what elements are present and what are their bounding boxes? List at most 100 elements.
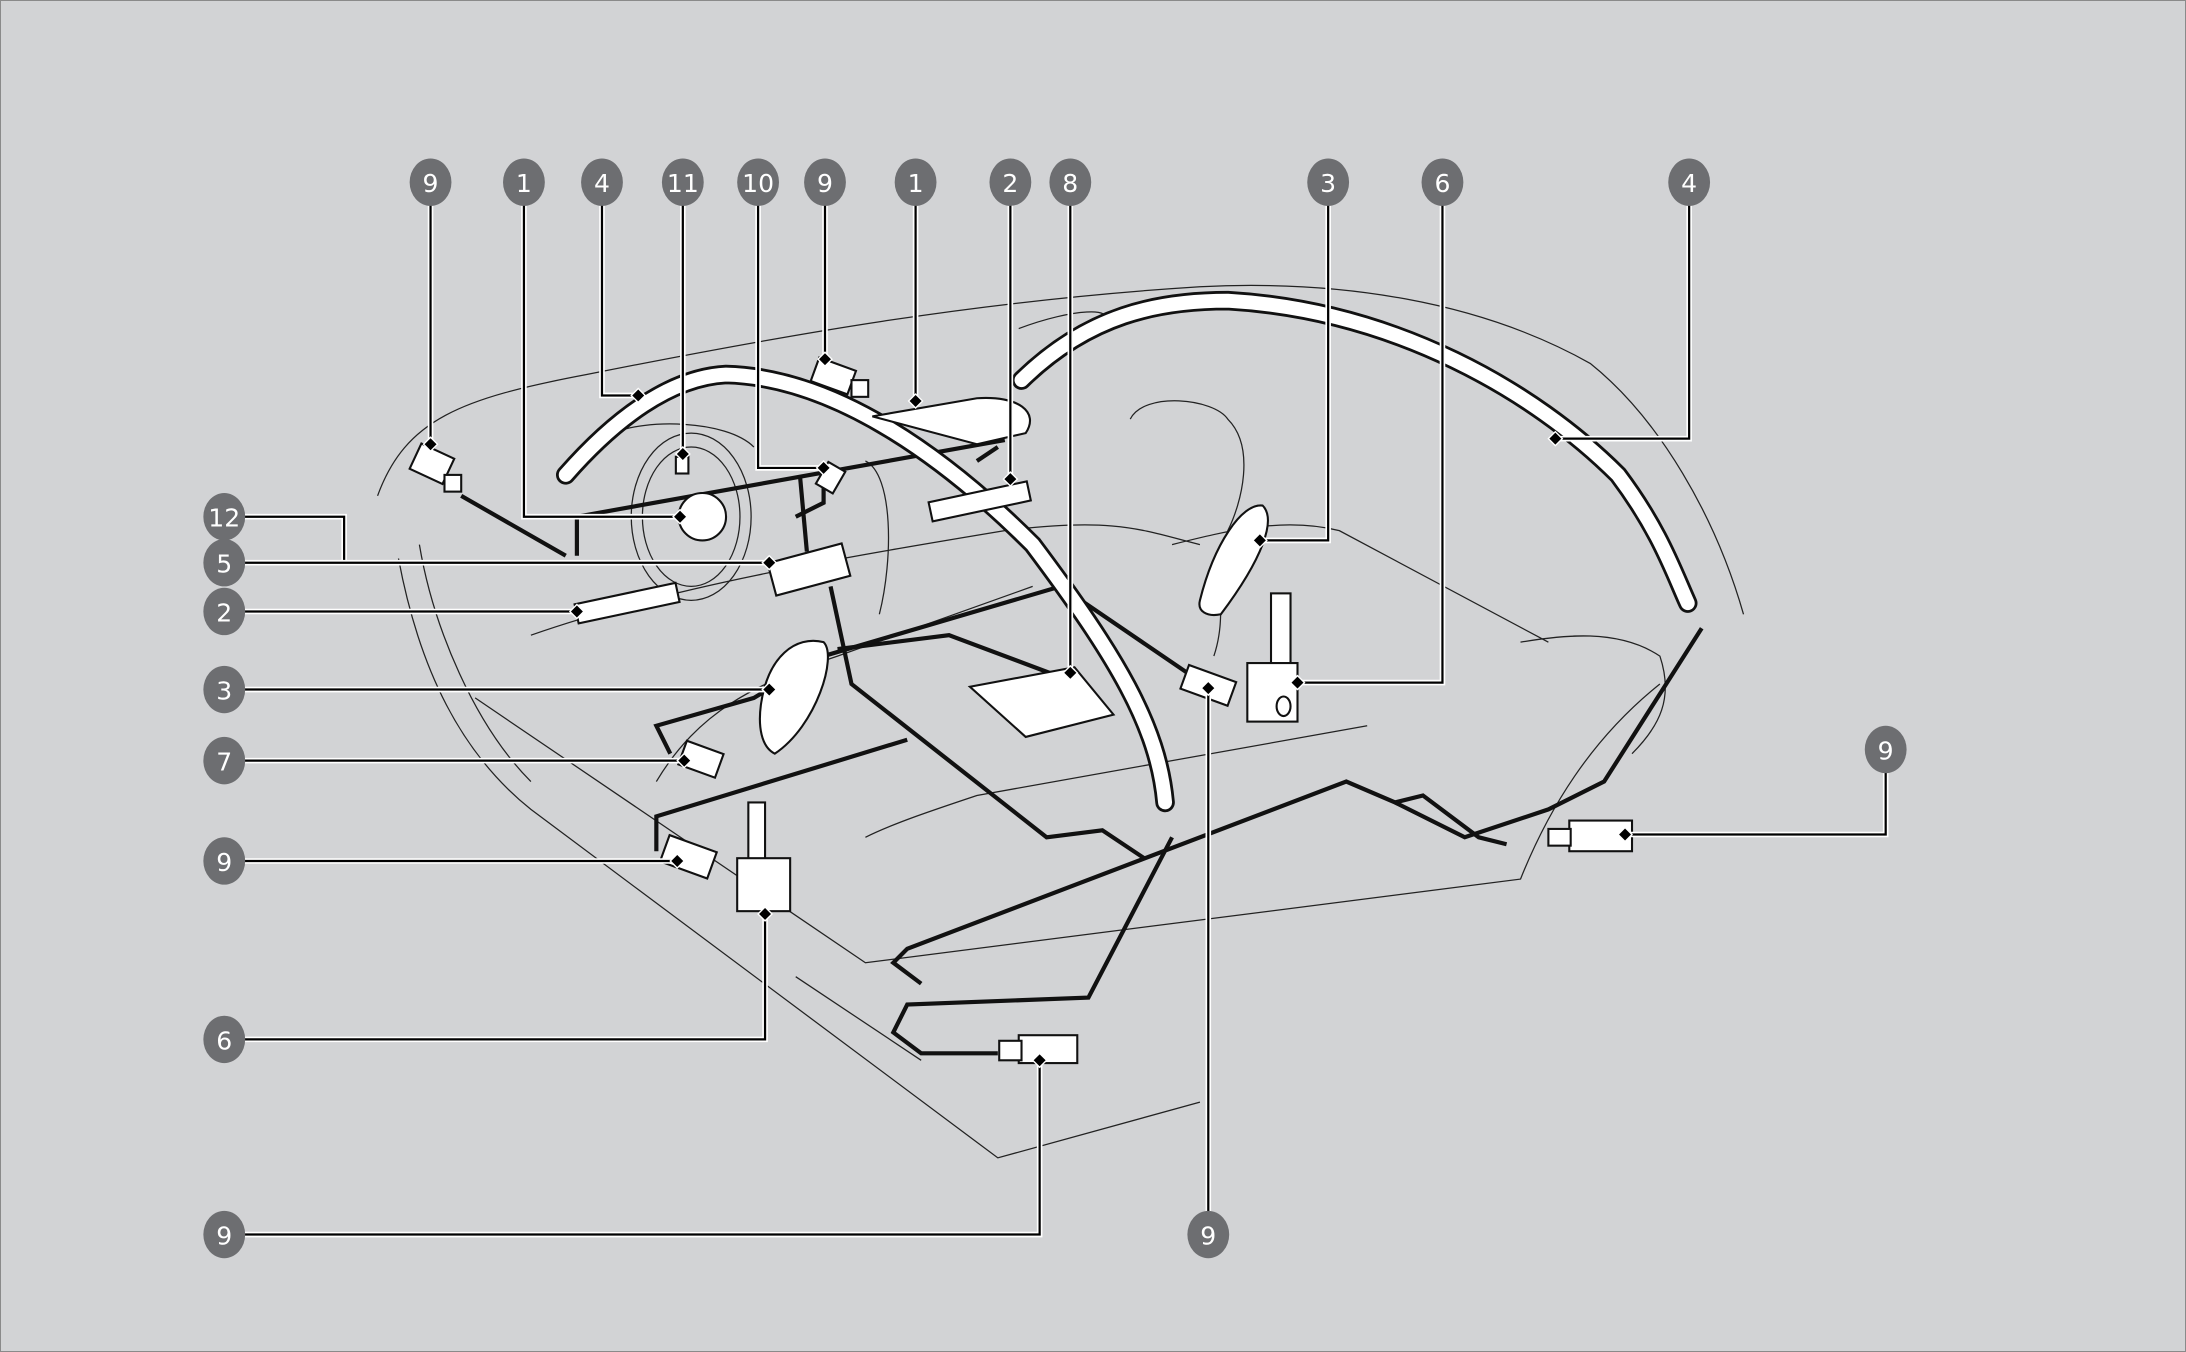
leader-line [1297, 182, 1444, 684]
leader-line [1259, 182, 1330, 542]
callout-number: 9 [817, 169, 833, 198]
callout-number: 9 [216, 848, 232, 877]
leader-line [224, 515, 346, 563]
seat-belt-pretensioner-right-post [1269, 592, 1292, 672]
leader-pointer [757, 905, 774, 922]
side-airbag-driver [758, 639, 829, 755]
callout-number: 2 [1002, 169, 1018, 198]
callout-badge [203, 665, 246, 714]
leader-pointer [817, 351, 833, 368]
occupant-weight-sensor-mat [967, 666, 1116, 739]
leader-pointer [907, 393, 924, 409]
callout-badge [1187, 1210, 1230, 1259]
leader-line [1297, 182, 1446, 686]
seat-belt-pretensioner-right [1246, 662, 1299, 723]
callout-badge [203, 736, 246, 785]
leader-line [600, 182, 639, 397]
callout-number: 9 [1200, 1221, 1216, 1250]
callout-number: 9 [216, 1221, 232, 1250]
leader-pointer [761, 681, 778, 698]
leader-pointer [568, 603, 585, 620]
leader-pointer [1200, 680, 1217, 697]
side-airbag-passenger [1198, 504, 1269, 616]
leader-line [224, 1060, 1043, 1238]
leader-pointer [1289, 674, 1306, 691]
callout-badge [804, 158, 846, 206]
callout-badge [503, 158, 545, 206]
leader-pointer [1062, 664, 1079, 681]
leader-pointer [1547, 430, 1564, 447]
callout-badge [203, 1210, 246, 1259]
callout-badge [894, 158, 937, 206]
callout-badge [203, 493, 246, 541]
callout-number: 1 [908, 169, 924, 198]
callout-badge [1049, 158, 1092, 206]
callout-number: 9 [423, 169, 439, 198]
callout-number: 5 [216, 550, 232, 579]
callout-badge [1864, 725, 1907, 774]
callout-number: 10 [742, 169, 774, 198]
leader-pointer [1002, 471, 1019, 488]
callout-number: 9 [1878, 736, 1894, 765]
curtain-airbags [555, 290, 1698, 813]
callout-badge [661, 158, 704, 206]
callout-number: 7 [216, 748, 232, 777]
sensor-front-left [408, 442, 456, 486]
leader-line [599, 182, 639, 399]
leader-line [522, 182, 681, 518]
sensor-rear-left [1017, 1034, 1079, 1065]
leader-line [1625, 749, 1887, 836]
callout-number: 1 [516, 169, 532, 198]
passenger-front-airbag [872, 396, 1032, 446]
callout-number: 12 [208, 504, 240, 533]
components [408, 356, 1634, 1065]
leader-line [756, 182, 824, 470]
leader-line [1259, 182, 1331, 544]
callout-badge [1421, 158, 1464, 206]
seat-belt-sensor-7 [676, 739, 725, 780]
leader-pointer [676, 752, 693, 769]
leader-pointer [422, 436, 439, 453]
callout-badge [203, 539, 246, 587]
car-body-outline [376, 284, 1745, 1159]
leader-pointer [1617, 826, 1633, 843]
callout-badge [581, 158, 623, 206]
knee-airbag-driver [573, 581, 681, 625]
sensor-door-left [658, 833, 719, 880]
leader-pointer [761, 554, 778, 571]
knee-airbag-passenger [927, 480, 1033, 523]
leader-line [1555, 182, 1691, 440]
wiring-harness [460, 437, 1704, 1056]
callout-number: 4 [594, 169, 610, 198]
callout-badge [203, 1015, 246, 1064]
leader-pointer [674, 446, 691, 462]
leader-pointer [669, 853, 686, 869]
callout-number: 6 [216, 1026, 232, 1055]
callout-badge [203, 587, 246, 636]
leader-line [224, 913, 767, 1041]
callout-number: 4 [1681, 169, 1697, 198]
seat-belt-pretensioner-left [736, 857, 792, 913]
leader-line [1625, 749, 1889, 838]
callout-badge [409, 158, 452, 206]
callout-badge [1668, 158, 1711, 206]
srs-control-unit [766, 542, 852, 597]
leader-pointer [815, 459, 832, 476]
leader-pointer [630, 387, 647, 404]
callout-number: 6 [1434, 169, 1450, 198]
callout-number: 2 [216, 598, 232, 627]
leader-pointer [1031, 1052, 1048, 1069]
leader-pointer [1251, 532, 1268, 549]
callout-number: 11 [667, 169, 699, 198]
callout-badge [203, 837, 246, 885]
callout-badge [737, 158, 779, 206]
callout-number: 8 [1062, 169, 1078, 198]
leader-lines [224, 182, 1889, 1238]
leader-pointer [672, 508, 688, 525]
leader-line [224, 1060, 1041, 1236]
leader-line [224, 913, 768, 1043]
leader-line [755, 182, 824, 471]
